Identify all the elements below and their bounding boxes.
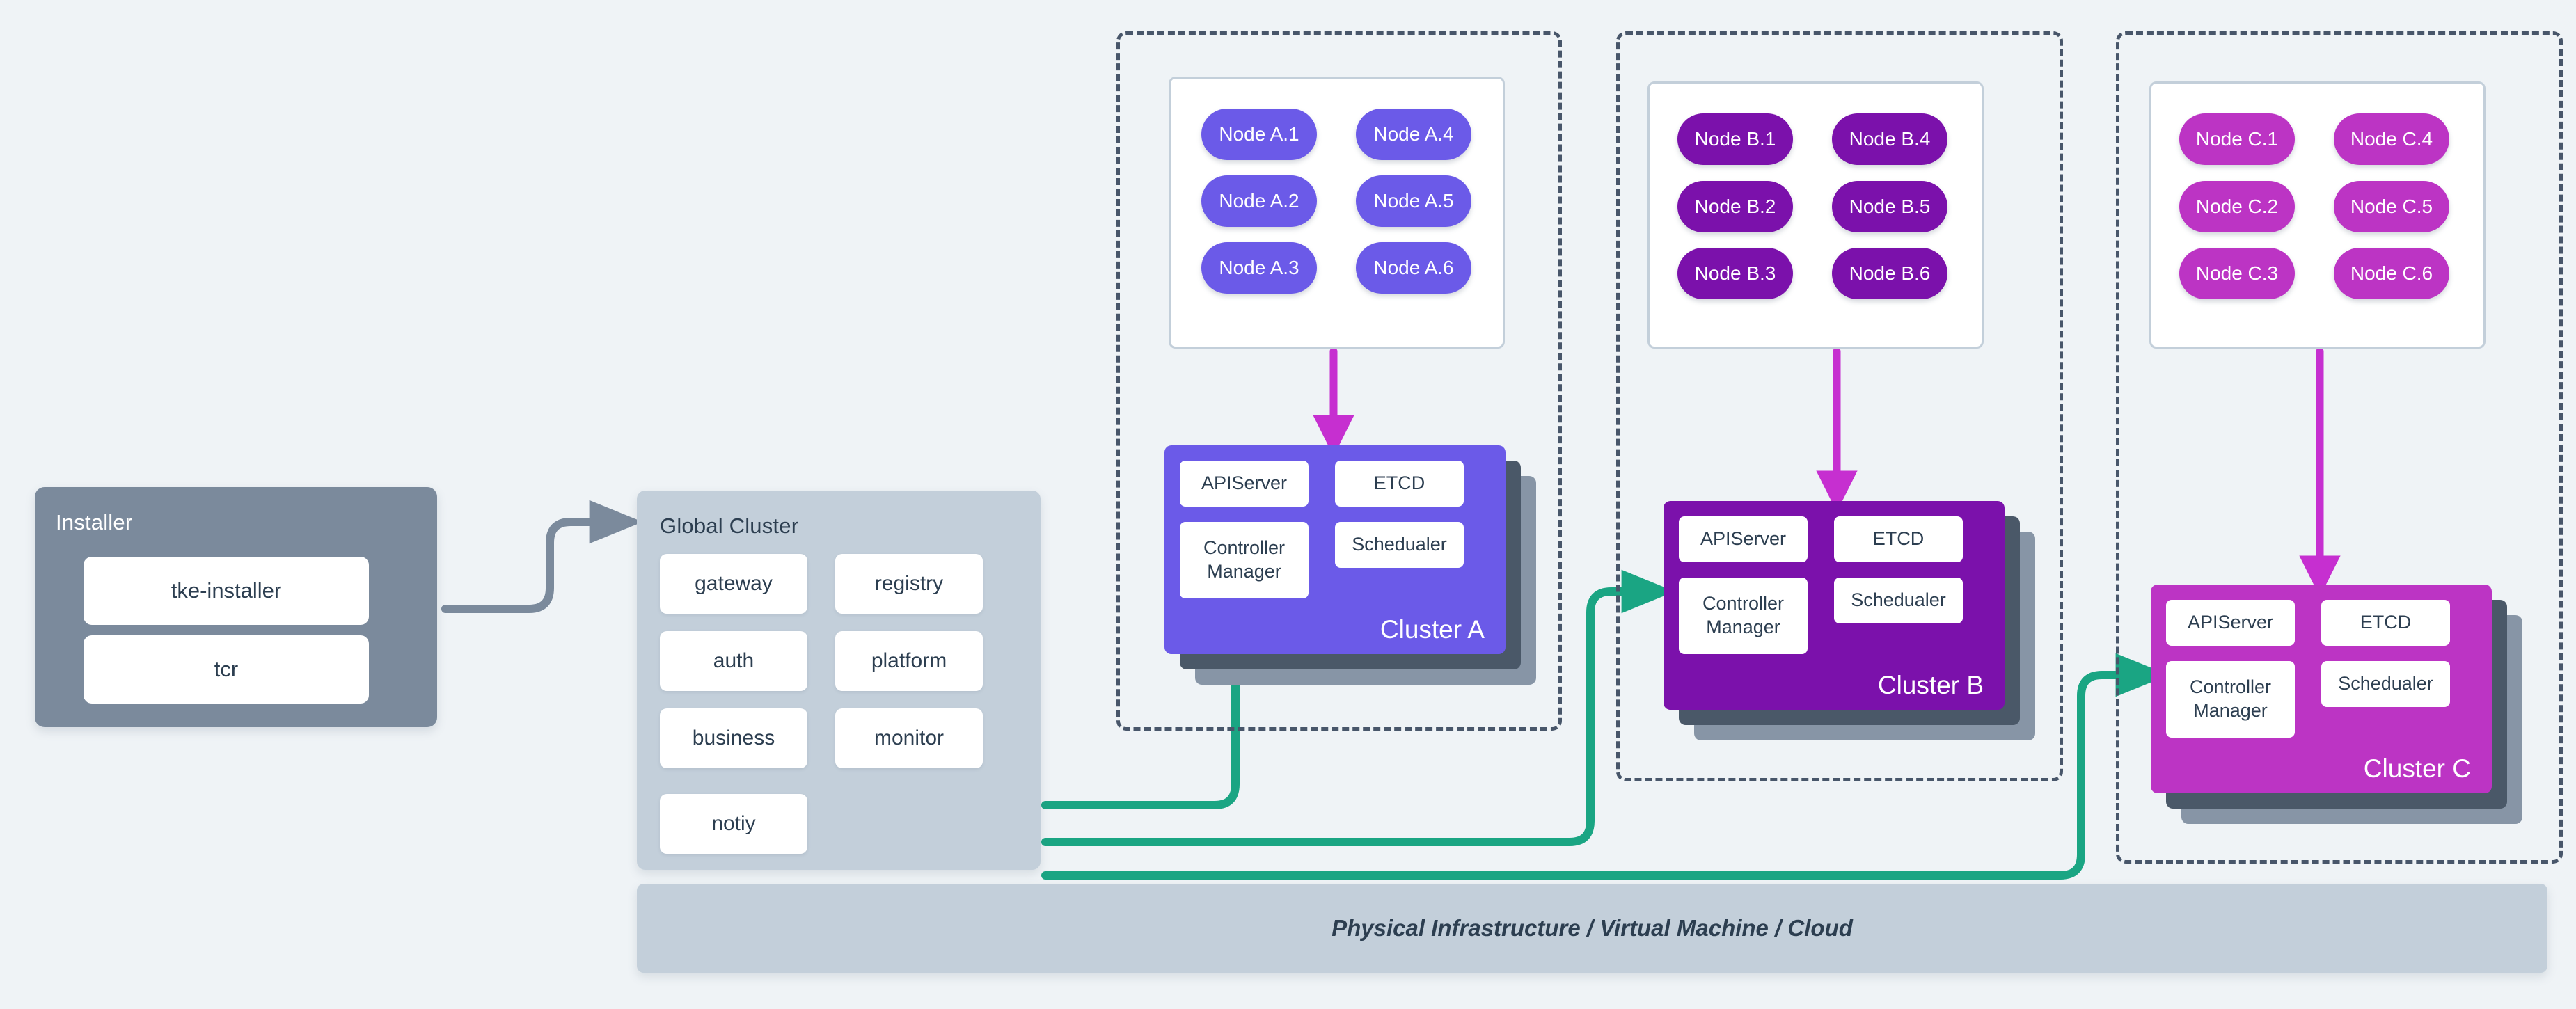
installer-title: Installer (56, 510, 133, 534)
cluster-a-scheduler[interactable]: Schedualer (1335, 522, 1464, 568)
cluster-c-node-5[interactable]: Node C.5 (2334, 181, 2449, 232)
cluster-a-control-plane-body: APIServer ETCD Controller Manager Schedu… (1164, 445, 1506, 654)
cluster-c-node-1[interactable]: Node C.1 (2179, 113, 2295, 165)
cluster-b-boundary (1616, 31, 2063, 781)
cluster-c-node-3[interactable]: Node C.3 (2179, 248, 2295, 299)
cluster-a-apiserver[interactable]: APIServer (1180, 461, 1309, 507)
cluster-b-node-5[interactable]: Node B.5 (1832, 181, 1947, 232)
installer-item-tke-installer[interactable]: tke-installer (84, 557, 369, 625)
cluster-c-node-4[interactable]: Node C.4 (2334, 113, 2449, 165)
global-service-business[interactable]: business (660, 708, 807, 768)
cluster-b-node-1[interactable]: Node B.1 (1677, 113, 1793, 165)
cluster-b-node-2[interactable]: Node B.2 (1677, 181, 1793, 232)
cluster-b-controller-manager[interactable]: Controller Manager (1679, 578, 1808, 654)
cluster-c-node-6[interactable]: Node C.6 (2334, 248, 2449, 299)
cluster-c-label: Cluster C (2363, 754, 2471, 783)
global-service-registry[interactable]: registry (835, 554, 983, 614)
cluster-a-node-6[interactable]: Node A.6 (1356, 242, 1471, 294)
cluster-a-etcd[interactable]: ETCD (1335, 461, 1464, 507)
infrastructure-label: Physical Infrastructure / Virtual Machin… (1332, 915, 1853, 941)
global-service-monitor[interactable]: monitor (835, 708, 983, 768)
cluster-b-node-3[interactable]: Node B.3 (1677, 248, 1793, 299)
cluster-a-controller-manager[interactable]: Controller Manager (1180, 522, 1309, 598)
global-service-gateway[interactable]: gateway (660, 554, 807, 614)
cluster-a-node-4[interactable]: Node A.4 (1356, 109, 1471, 160)
cluster-c-scheduler[interactable]: Schedualer (2321, 661, 2450, 707)
global-service-auth[interactable]: auth (660, 631, 807, 691)
cluster-a-node-3[interactable]: Node A.3 (1201, 242, 1317, 294)
cluster-b-label: Cluster B (1877, 671, 1984, 699)
cluster-c-controller-manager[interactable]: Controller Manager (2166, 661, 2295, 738)
cluster-a-node-5[interactable]: Node A.5 (1356, 175, 1471, 227)
cluster-c-etcd[interactable]: ETCD (2321, 600, 2450, 646)
cluster-b-node-4[interactable]: Node B.4 (1832, 113, 1947, 165)
cluster-b-etcd[interactable]: ETCD (1834, 516, 1963, 562)
cluster-b-control-plane-body: APIServer ETCD Controller Manager Schedu… (1664, 501, 2005, 710)
infrastructure-bar: Physical Infrastructure / Virtual Machin… (637, 884, 2547, 973)
cluster-b-scheduler[interactable]: Schedualer (1834, 578, 1963, 623)
cluster-c-control-plane-body: APIServer ETCD Controller Manager Schedu… (2151, 585, 2492, 793)
connector-installer-to-global (441, 500, 643, 613)
cluster-c-apiserver[interactable]: APIServer (2166, 600, 2295, 646)
cluster-b-node-6[interactable]: Node B.6 (1832, 248, 1947, 299)
cluster-c-node-2[interactable]: Node C.2 (2179, 181, 2295, 232)
installer-item-tcr[interactable]: tcr (84, 635, 369, 704)
cluster-a-node-2[interactable]: Node A.2 (1201, 175, 1317, 227)
cluster-a-label: Cluster A (1380, 615, 1485, 644)
cluster-a-boundary (1116, 31, 1562, 731)
global-service-notiy[interactable]: notiy (660, 794, 807, 854)
cluster-c-boundary (2116, 31, 2563, 864)
global-service-platform[interactable]: platform (835, 631, 983, 691)
global-cluster-title: Global Cluster (660, 514, 799, 538)
cluster-a-node-1[interactable]: Node A.1 (1201, 109, 1317, 160)
cluster-b-apiserver[interactable]: APIServer (1679, 516, 1808, 562)
